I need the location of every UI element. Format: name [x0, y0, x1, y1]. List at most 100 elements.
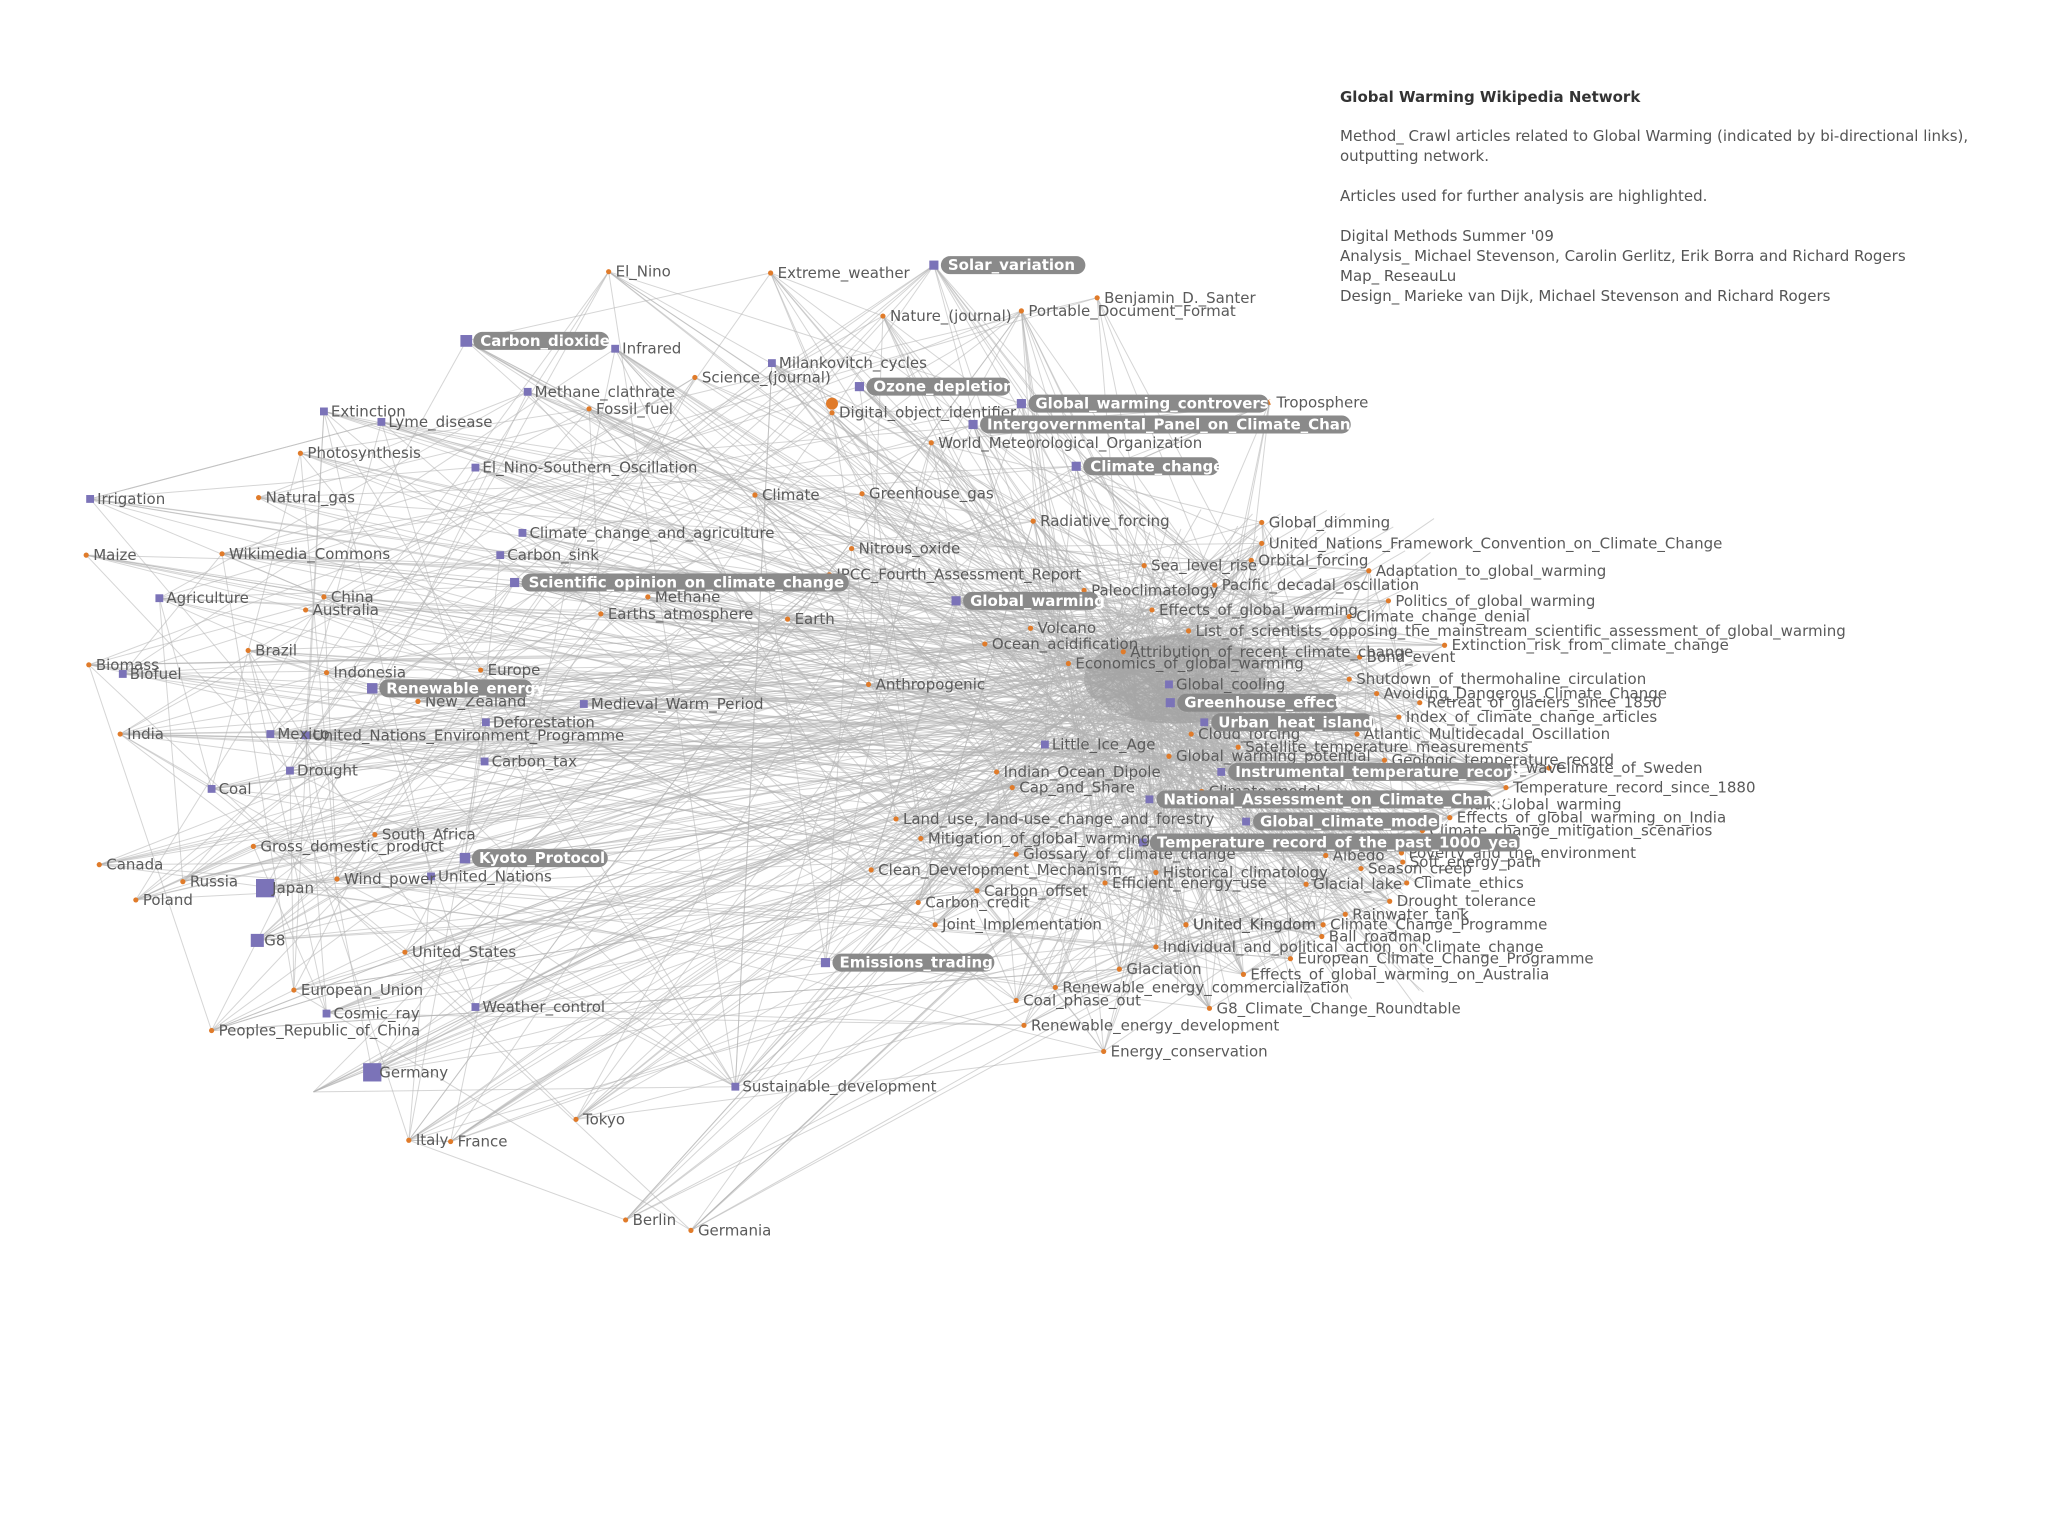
article-node-dot[interactable]: [1116, 966, 1122, 972]
article-node-square[interactable]: [266, 730, 275, 738]
article-node-dot[interactable]: [1018, 308, 1024, 314]
article-node-square[interactable]: [951, 596, 961, 606]
article-node-dot[interactable]: [1357, 654, 1363, 660]
article-node-square[interactable]: [459, 852, 471, 864]
article-label[interactable]: Glacial_lake: [1313, 875, 1402, 894]
article-label[interactable]: Radiative_forcing: [1040, 512, 1170, 531]
article-node-dot[interactable]: [1212, 582, 1218, 588]
article-label[interactable]: Climate_ethics: [1414, 874, 1524, 893]
article-node-dot[interactable]: [1101, 1048, 1107, 1055]
highlighted-article-label[interactable]: Instrumental_temperature_record: [1235, 763, 1521, 781]
article-label[interactable]: Attribution_of_recent_climate_change: [1130, 643, 1413, 662]
article-label[interactable]: El_Nino: [616, 263, 671, 282]
article-label[interactable]: Climate_change_and_agriculture: [529, 524, 774, 543]
highlighted-article[interactable]: Greenhouse_effect: [1177, 693, 1342, 712]
article-node-dot[interactable]: [1342, 911, 1348, 917]
article-node-dot[interactable]: [1320, 922, 1326, 928]
article-label[interactable]: Lyme_disease: [388, 413, 492, 432]
article-node-square[interactable]: [968, 419, 978, 430]
highlighted-article-label[interactable]: Kyoto_Protocol: [479, 849, 605, 867]
article-label[interactable]: Temperature_record_since_1880: [1512, 779, 1756, 798]
article-label[interactable]: Bond_event: [1367, 648, 1456, 667]
article-label[interactable]: Biofuel: [130, 665, 182, 683]
article-node-dot[interactable]: [291, 987, 297, 993]
article-label[interactable]: Retreat_of_glaciers_since_1850: [1427, 694, 1662, 713]
article-node-dot[interactable]: [86, 662, 92, 668]
highlighted-article-label[interactable]: Ozone_depletion: [873, 378, 1013, 396]
article-node-dot[interactable]: [1027, 625, 1034, 631]
article-node-dot[interactable]: [880, 313, 886, 319]
article-node-square[interactable]: [460, 335, 473, 347]
article-label[interactable]: Sustainable_development: [742, 1078, 936, 1097]
article-label[interactable]: Volcano: [1038, 619, 1097, 637]
article-node-square[interactable]: [523, 387, 532, 396]
article-label[interactable]: Carbon_offset: [984, 882, 1088, 901]
article-label[interactable]: Wind_power: [344, 870, 436, 889]
article-node-dot[interactable]: [1102, 880, 1108, 886]
article-label[interactable]: India: [127, 725, 164, 743]
article-label[interactable]: Effects_of_global_warming_on_Australia: [1250, 965, 1549, 984]
article-label[interactable]: Portable_Document_Format: [1028, 302, 1236, 321]
article-label[interactable]: United_Nations: [438, 867, 552, 886]
article-label[interactable]: Carbon_credit: [925, 894, 1030, 913]
article-label[interactable]: Wikimedia_Commons: [229, 545, 390, 564]
article-node-dot[interactable]: [1346, 676, 1352, 682]
article-node-dot[interactable]: [133, 897, 139, 903]
article-label[interactable]: Methane: [655, 588, 721, 606]
article-node-dot[interactable]: [623, 1217, 629, 1223]
article-node-square[interactable]: [367, 683, 378, 694]
article-node-dot[interactable]: [1013, 997, 1019, 1004]
article-label[interactable]: Economics_of_global_warming: [1075, 655, 1303, 674]
article-node-dot[interactable]: [692, 374, 698, 381]
article-node-dot[interactable]: [1323, 852, 1329, 859]
article-node-square[interactable]: [1145, 795, 1154, 804]
article-label[interactable]: Pacific_decadal_oscillation: [1222, 576, 1419, 595]
article-node-dot[interactable]: [932, 922, 938, 928]
article-label[interactable]: Benjamin_D._Santer: [1104, 289, 1256, 308]
article-label[interactable]: Troposphere: [1276, 393, 1369, 411]
article-label[interactable]: Irrigation: [97, 490, 165, 508]
article-node-dot[interactable]: [323, 670, 330, 676]
article-label[interactable]: Italy: [416, 1131, 449, 1149]
article-label[interactable]: Anthropogenic: [876, 675, 986, 693]
article-label[interactable]: Soft_energy_path: [1410, 853, 1541, 872]
article-label[interactable]: Drought_tolerance: [1397, 892, 1536, 911]
article-label[interactable]: South_Africa: [382, 826, 476, 845]
article-node-dot[interactable]: [180, 879, 186, 885]
article-label[interactable]: Milankovitch_cycles: [779, 354, 927, 373]
article-label[interactable]: Indonesia: [334, 664, 407, 682]
article-label[interactable]: Methane_clathrate: [535, 383, 675, 402]
highlighted-article-label[interactable]: Temperature_record_of_the_past_1000_year…: [1157, 833, 1535, 851]
article-label[interactable]: United_Kingdom: [1193, 916, 1316, 935]
article-node-square[interactable]: [363, 1063, 382, 1082]
highlighted-article-label[interactable]: National_Assessment_on_Climate_Change: [1163, 790, 1514, 808]
article-label[interactable]: Season_creep: [1368, 860, 1472, 879]
article-node-dot[interactable]: [1240, 971, 1247, 977]
article-label[interactable]: Medieval_Warm_Period: [591, 695, 764, 714]
article-node-dot[interactable]: [982, 641, 988, 647]
article-label[interactable]: Global_warming_potential: [1176, 747, 1371, 766]
article-node-dot[interactable]: [1185, 628, 1192, 634]
article-label[interactable]: Extinction: [331, 402, 406, 420]
article-label[interactable]: G8_Climate_Change_Roundtable: [1216, 999, 1460, 1018]
article-label[interactable]: Nitrous_oxide: [859, 540, 961, 559]
article-node-square[interactable]: [510, 577, 520, 588]
article-label[interactable]: Politics_of_global_warming: [1395, 592, 1595, 611]
article-node-dot[interactable]: [1206, 1005, 1213, 1011]
article-node-dot[interactable]: [1259, 540, 1265, 546]
article-node-dot[interactable]: [1385, 598, 1392, 604]
highlighted-article-label[interactable]: Scientific_opinion_on_climate_change: [529, 574, 845, 592]
article-label[interactable]: Ocean_acidification: [992, 635, 1138, 654]
highlighted-article-label[interactable]: Renewable_energy: [386, 679, 545, 697]
article-node-dot[interactable]: [1387, 898, 1393, 904]
article-label[interactable]: Atlantic_Multidecadal_Oscillation: [1364, 725, 1610, 744]
article-node-dot[interactable]: [1503, 784, 1509, 791]
article-node-square[interactable]: [1165, 698, 1175, 708]
article-label[interactable]: Carbon_tax: [492, 752, 578, 771]
highlighted-article[interactable]: Temperature_record_of_the_past_1000_year…: [1149, 833, 1535, 852]
article-node-dot[interactable]: [1447, 815, 1453, 821]
article-node-dot[interactable]: [1052, 984, 1058, 991]
article-node-dot[interactable]: [1120, 649, 1126, 655]
article-label[interactable]: G8: [264, 931, 285, 949]
article-node-dot[interactable]: [406, 1137, 412, 1143]
